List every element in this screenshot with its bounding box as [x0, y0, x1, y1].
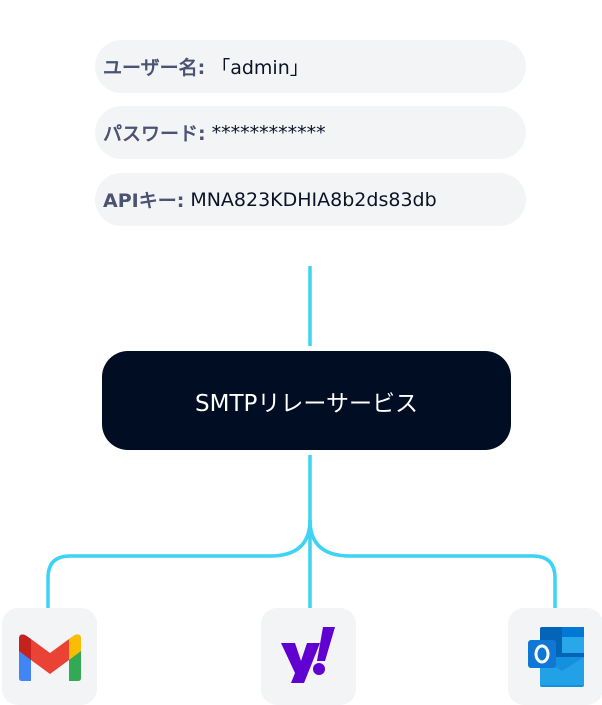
smtp-relay-service: SMTPリレーサービス	[102, 351, 511, 450]
connector-left	[46, 519, 312, 608]
password-value: ************	[211, 121, 326, 144]
api-key-value: MNA823KDHIA8b2ds83db	[190, 188, 437, 211]
provider-gmail	[2, 608, 97, 705]
gmail-icon	[18, 634, 81, 681]
provider-outlook	[508, 608, 602, 705]
yahoo-icon	[280, 626, 335, 683]
api-key-field: APIキー: MNA823KDHIA8b2ds83db	[95, 173, 526, 226]
outlook-icon	[527, 626, 584, 687]
username-field: ユーザー名: 「admin」	[95, 40, 526, 93]
provider-yahoo	[261, 608, 356, 705]
relay-label: SMTPリレーサービス	[195, 390, 418, 417]
password-field: パスワード: ************	[95, 106, 526, 159]
connector-right	[308, 519, 557, 608]
password-label: パスワード:	[103, 123, 206, 145]
username-value: 「admin」	[211, 57, 309, 79]
username-label: ユーザー名:	[103, 57, 206, 79]
api-key-label: APIキー:	[103, 190, 185, 212]
